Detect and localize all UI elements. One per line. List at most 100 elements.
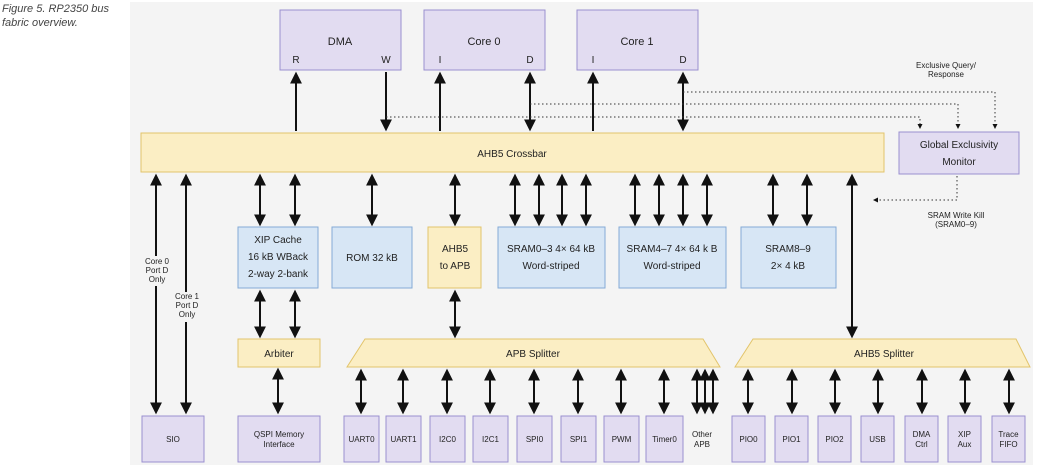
core1-only-2: Port D <box>176 301 199 310</box>
timer0-label: Timer0 <box>652 435 677 444</box>
sram89-label-1: SRAM8–9 <box>765 244 811 255</box>
dma-port-w: W <box>381 55 391 66</box>
pio1-label: PIO1 <box>782 435 801 444</box>
usb-box: USB <box>860 415 895 463</box>
i2c1-label: I2C1 <box>482 435 499 444</box>
xip-aux-label-2: Aux <box>958 440 972 449</box>
pio2-box: PIO2 <box>817 415 852 463</box>
ahb5-to-apb-block: AHB5 to APB <box>427 226 482 289</box>
pwm-label: PWM <box>612 435 632 444</box>
pio0-label: PIO0 <box>739 435 758 444</box>
uart0-box: UART0 <box>343 415 380 463</box>
spi1-box: SPI1 <box>560 415 597 463</box>
crossbar-label: AHB5 Crossbar <box>477 149 547 160</box>
core0-only-2: Port D <box>146 266 169 275</box>
exclusive-query-lines <box>386 91 998 203</box>
pio0-box: PIO0 <box>731 415 766 463</box>
dma-master: DMA R W <box>279 9 402 71</box>
sram03-label-2: Word-striped <box>522 261 579 272</box>
i2c1-box: I2C1 <box>472 415 509 463</box>
rom-block: ROM 32 kB <box>331 226 413 289</box>
core1-port-d: D <box>679 55 686 66</box>
figure-caption: Figure 5. RP2350 bus fabric overview. <box>2 3 110 29</box>
spi0-label: SPI0 <box>526 435 544 444</box>
sio-box: SIO <box>141 415 205 463</box>
mid-arrows <box>254 289 461 415</box>
global-exclusivity-monitor: Global Exclusivity Monitor <box>898 131 1020 175</box>
core1-port-i: I <box>592 55 595 66</box>
qspi-label-2: Interface <box>263 440 295 449</box>
i2c0-box: I2C0 <box>429 415 466 463</box>
xip-cache-label-2: 16 kB WBack <box>248 252 309 263</box>
label-mask-core1 <box>176 292 198 322</box>
xip-cache-label-3: 2-way 2-bank <box>248 269 309 280</box>
core0-only-3: Only <box>149 275 165 284</box>
apb-splitter-label: APB Splitter <box>506 349 561 360</box>
sram03-label-1: SRAM0–3 4× 64 kB <box>507 244 595 255</box>
core0-port-d: D <box>526 55 533 66</box>
core0-label: Core 0 <box>467 36 500 48</box>
sram47-label-1: SRAM4–7 4× 64 k B <box>627 244 718 255</box>
exclusive-note-1: Exclusive Query/ <box>916 61 977 70</box>
apb-splitter: APB Splitter <box>346 338 721 368</box>
i2c0-label: I2C0 <box>439 435 456 444</box>
arbiter-block: Arbiter <box>237 338 321 368</box>
qspi-box: QSPI Memory Interface <box>237 415 321 463</box>
core1-only-3: Only <box>179 310 195 319</box>
sio-label: SIO <box>166 435 180 444</box>
pwm-box: PWM <box>603 415 640 463</box>
peripheral-arrows <box>355 368 1015 415</box>
sram47-label-2: Word-striped <box>643 261 700 272</box>
write-kill-note-1: SRAM Write Kill <box>928 211 985 220</box>
ahb-apb-label-2: to APB <box>440 261 471 272</box>
label-mask-core0 <box>146 256 168 286</box>
dma-label: DMA <box>328 36 353 48</box>
trace-fifo-label-1: Trace <box>998 430 1019 439</box>
core1-only-1: Core 1 <box>175 292 200 301</box>
other-apb-label: Other APB <box>692 430 712 449</box>
dma-ctrl-box: DMA Ctrl <box>904 415 939 463</box>
ahb-apb-label-1: AHB5 <box>442 244 469 255</box>
gem-label-2: Monitor <box>942 157 976 168</box>
uart1-label: UART1 <box>390 435 417 444</box>
rom-label: ROM 32 kB <box>346 253 398 264</box>
exclusive-note-2: Response <box>928 70 965 79</box>
sram0-3-block: SRAM0–3 4× 64 kB Word-striped <box>497 226 606 289</box>
gem-label-1: Global Exclusivity <box>920 140 998 151</box>
trace-fifo-label-2: FIFO <box>999 440 1017 449</box>
core0-master: Core 0 I D <box>423 9 546 71</box>
spi1-label: SPI1 <box>570 435 588 444</box>
pio2-label: PIO2 <box>825 435 844 444</box>
ahb-splitter-label: AHB5 Splitter <box>854 349 915 360</box>
other-apb-label-2: APB <box>694 440 710 449</box>
trace-fifo-box: Trace FIFO <box>991 415 1026 463</box>
crossbar-slave-arrows <box>254 173 858 339</box>
sram4-7-block: SRAM4–7 4× 64 k B Word-striped <box>618 226 727 289</box>
ahb5-crossbar: AHB5 Crossbar <box>140 132 885 173</box>
xip-cache-block: XIP Cache 16 kB WBack 2-way 2-bank <box>237 226 319 289</box>
core1-master: Core 1 I D <box>576 9 699 71</box>
dma-ctrl-label-1: DMA <box>913 430 931 439</box>
xip-aux-box: XIP Aux <box>947 415 982 463</box>
core0-only-1: Core 0 <box>145 257 170 266</box>
other-apb-label-1: Other <box>692 430 712 439</box>
qspi-label-1: QSPI Memory <box>254 430 304 439</box>
write-kill-note-2: (SRAM0–9) <box>935 220 977 229</box>
timer0-box: Timer0 <box>645 415 684 463</box>
core1-label: Core 1 <box>620 36 653 48</box>
master-arrows <box>290 71 689 132</box>
usb-label: USB <box>869 435 885 444</box>
core0-port-i: I <box>439 55 442 66</box>
dma-ctrl-label-2: Ctrl <box>915 440 928 449</box>
spi0-box: SPI0 <box>516 415 553 463</box>
xip-aux-label-1: XIP <box>958 430 971 439</box>
sram89-label-2: 2× 4 kB <box>771 261 806 272</box>
xip-cache-label-1: XIP Cache <box>254 235 302 246</box>
uart1-box: UART1 <box>385 415 422 463</box>
ahb5-splitter: AHB5 Splitter <box>734 338 1031 368</box>
arbiter-label: Arbiter <box>264 349 294 360</box>
uart0-label: UART0 <box>348 435 375 444</box>
pio1-box: PIO1 <box>774 415 809 463</box>
dma-port-r: R <box>292 55 299 66</box>
